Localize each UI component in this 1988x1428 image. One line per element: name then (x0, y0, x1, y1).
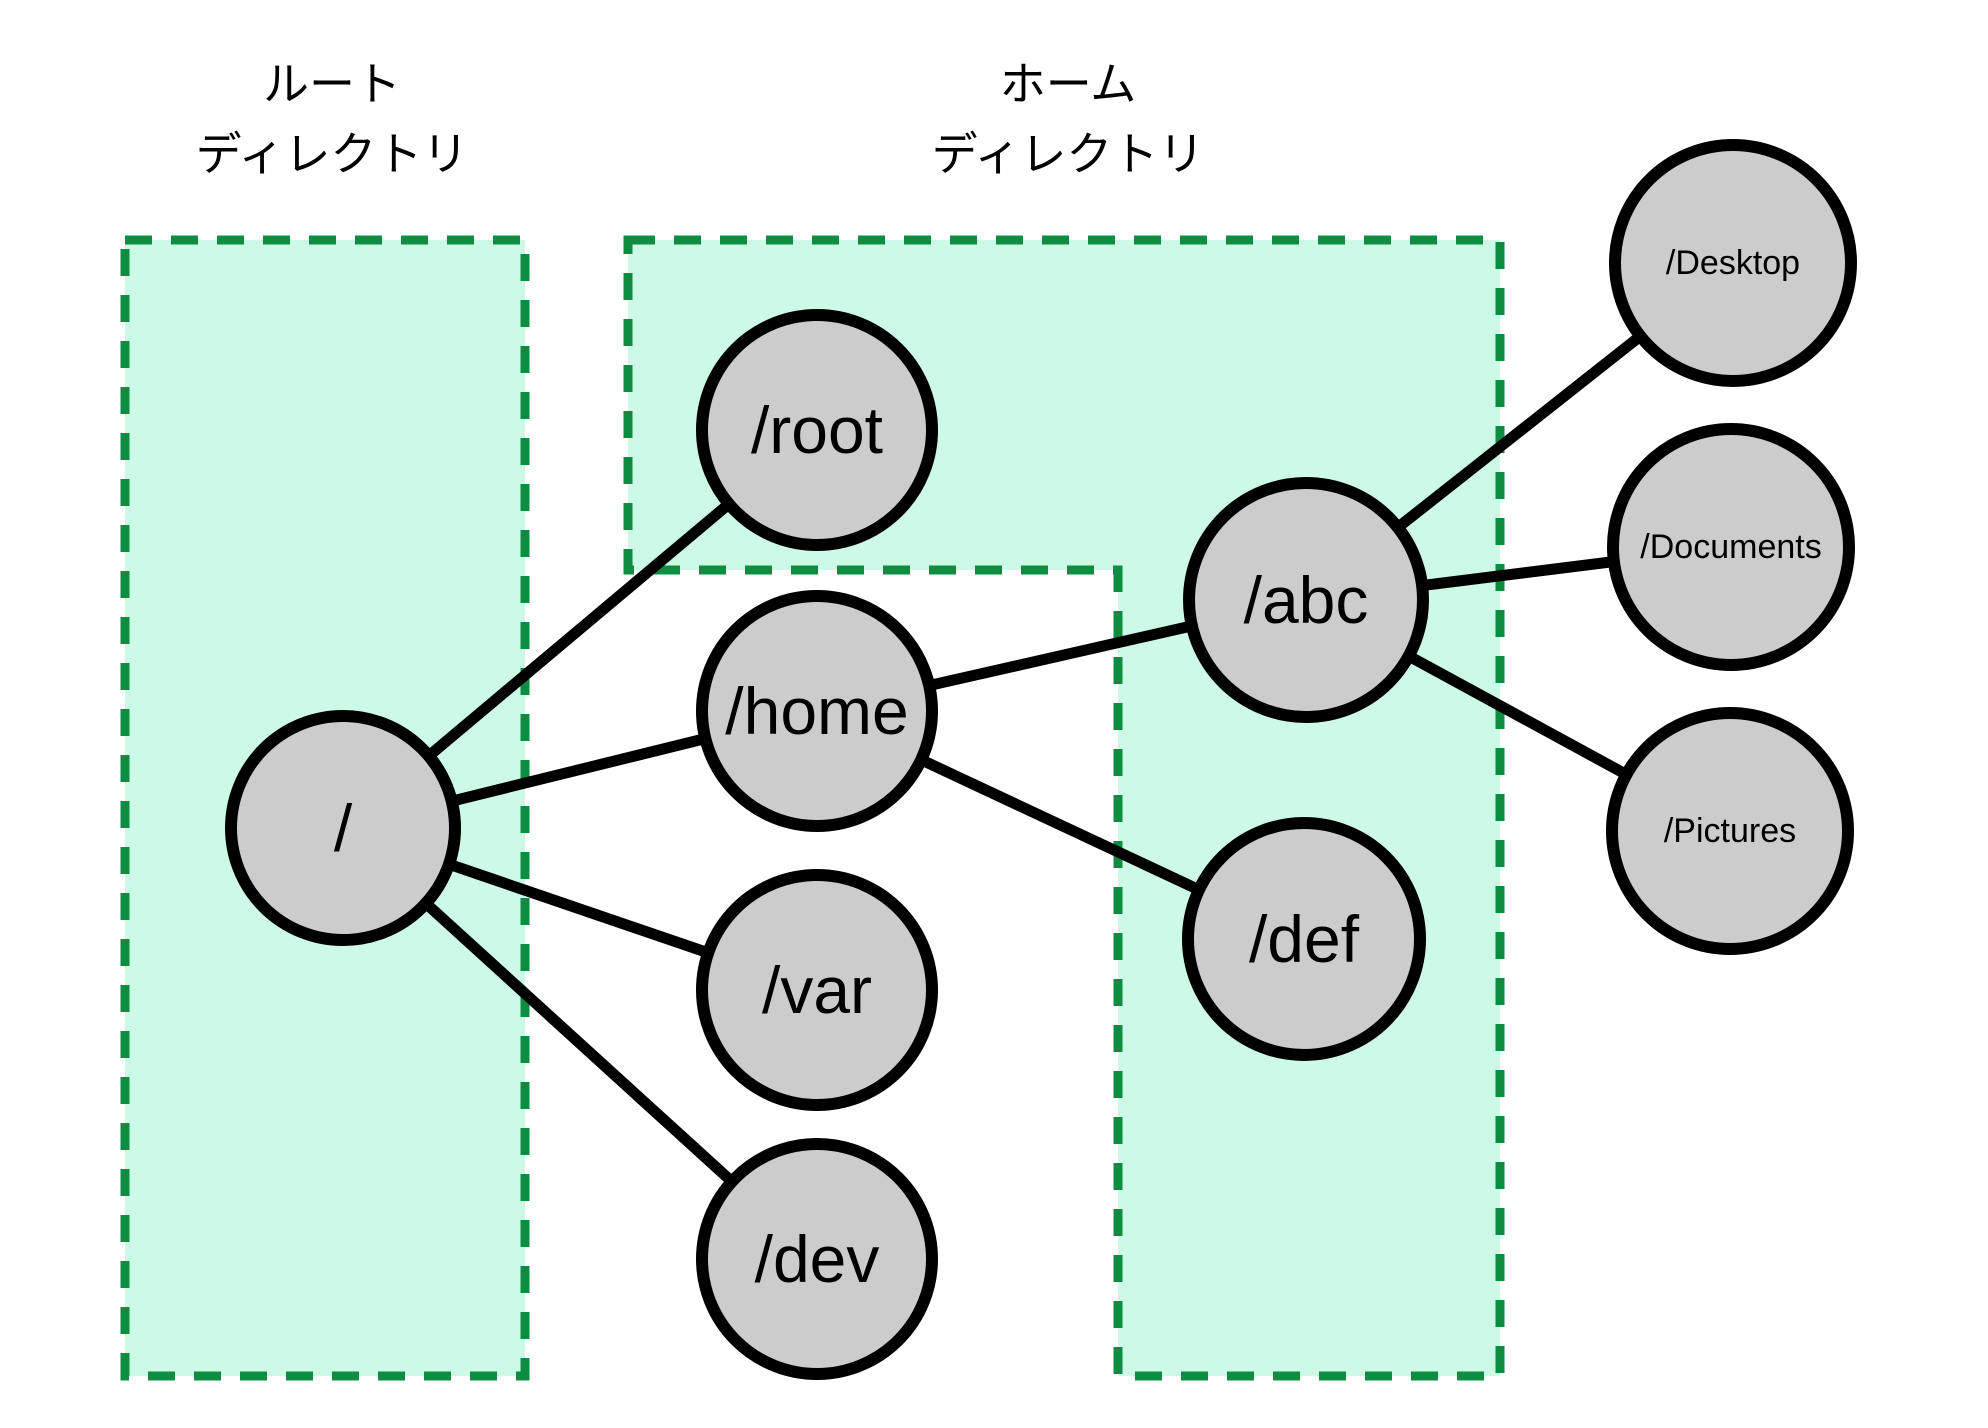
node-var: /var (696, 869, 938, 1111)
node-circle-fs-root (225, 710, 461, 946)
node-dev: /dev (696, 1138, 938, 1380)
node-fs-root: / (225, 710, 461, 946)
heading-home-directory-title-line2: ディレクトリ (932, 128, 1205, 180)
heading-home-directory-title-line1: ホーム (1000, 58, 1137, 110)
node-circle-abc (1183, 477, 1429, 723)
node-home: /home (696, 590, 938, 832)
node-label-pictures: /Pictures (1664, 812, 1796, 850)
tree-nodes-layer: / /root/home/var/dev/abc/def/Desktop/Docu… (225, 139, 1857, 1380)
node-label-dev: /dev (755, 1222, 880, 1296)
node-documents: /Documents (1607, 423, 1855, 671)
node-circle-var (696, 869, 938, 1111)
node-circle-home (696, 590, 938, 832)
node-label-desktop: /Desktop (1666, 244, 1800, 282)
node-def: /def (1182, 817, 1426, 1061)
node-circle-documents (1607, 423, 1855, 671)
heading-root-directory-title-line2: ディレクトリ (196, 128, 469, 180)
node-label-fs-root: / (334, 791, 353, 865)
node-label-abc: /abc (1244, 563, 1369, 637)
node-label-def: /def (1249, 902, 1360, 976)
node-pictures: /Pictures (1606, 707, 1854, 955)
node-circle-dev (696, 1138, 938, 1380)
node-abc: /abc (1183, 477, 1429, 723)
node-label-var: /var (762, 953, 872, 1027)
node-circle-pictures (1606, 707, 1854, 955)
node-root: /root (696, 309, 938, 551)
heading-root-directory-title-line1: ルート (263, 58, 401, 110)
node-circle-root (696, 309, 938, 551)
node-label-documents: /Documents (1640, 528, 1821, 566)
node-desktop: /Desktop (1609, 139, 1857, 387)
node-label-root: /root (751, 393, 883, 467)
node-label-home: /home (725, 674, 908, 748)
node-circle-desktop (1609, 139, 1857, 387)
node-circle-def (1182, 817, 1426, 1061)
